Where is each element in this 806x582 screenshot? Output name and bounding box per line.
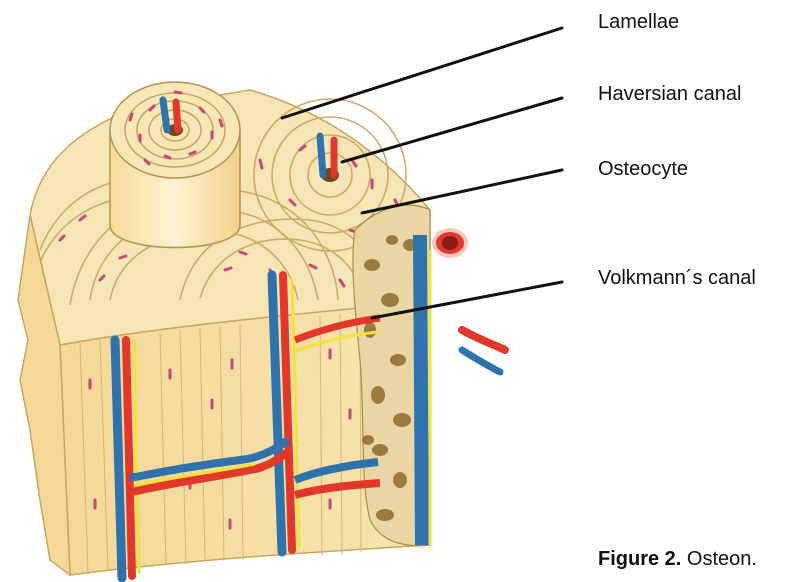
figure-caption-text: Osteon.: [681, 548, 757, 570]
volkmanns-canal-label: Volkmann´s canal: [598, 267, 756, 290]
periosteal-vessels: [420, 230, 505, 550]
figure-number: Figure 2.: [598, 548, 681, 570]
haversian-canal-leader: [342, 98, 562, 162]
lamellae-label: Lamellae: [598, 11, 679, 34]
haversian-canal-label: Haversian canal: [598, 83, 741, 106]
lamellae-leader: [282, 28, 562, 118]
figure-caption: Figure 2. Osteon.: [598, 548, 757, 571]
osteon-cylinder: [110, 82, 240, 248]
osteocyte-label: Osteocyte: [598, 158, 688, 181]
